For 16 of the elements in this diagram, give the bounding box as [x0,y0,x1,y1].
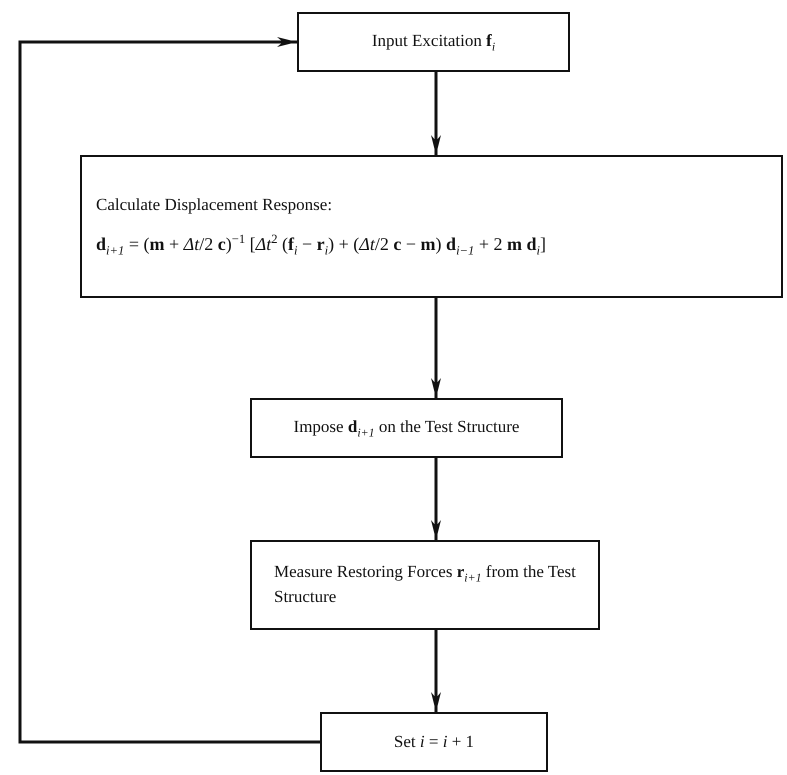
arrow [18,37,320,744]
arrow [431,72,441,155]
box-label: Set i = i + 1 [394,730,474,753]
process-box [250,398,563,458]
process-box [80,155,783,298]
arrow [431,630,441,712]
box-label: Measure Restoring Forces r$_{i+1}$ from the Test Structure [274,561,576,608]
process-box [250,540,600,630]
box-label: Impose d$_{i+1}$ on the Test Structure [294,416,520,440]
box-label: Calculate Displacement Response: [96,194,334,216]
equation: d$_{i+1}$ = (m + Δt/2 c)$^{−1}$ [Δt$^{2}$ (f$_{i}$ − r$_{i}$) + (Δt/2 c − m) d$_{i−1}$ + 2 m d$_{i}$] [96,230,548,260]
process-box [320,712,548,772]
process-box [297,12,570,72]
box-label: Input Excitation f$_{i}$ [372,30,496,54]
arrow [431,298,441,398]
arrow [431,458,441,540]
